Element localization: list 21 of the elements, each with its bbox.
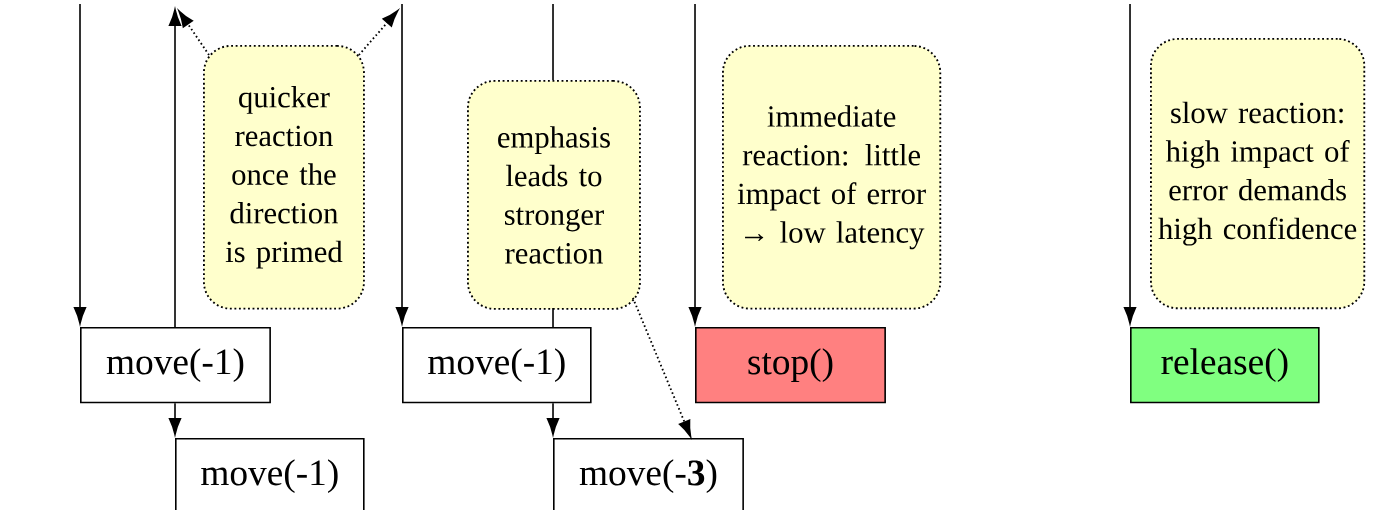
note-box: slow reaction: high impact of error demands high confidence bbox=[1150, 38, 1366, 310]
leader-arrow bbox=[631, 296, 692, 437]
process-box: move(-1) bbox=[175, 438, 365, 510]
process-box: move(-1) bbox=[402, 327, 592, 404]
release-box: release() bbox=[1130, 327, 1320, 404]
arrow bbox=[73, 3, 87, 325]
leader-arrow bbox=[178, 10, 210, 56]
process-box: move(-3) bbox=[553, 438, 744, 510]
stop-box: stop() bbox=[695, 327, 886, 404]
arrow bbox=[688, 3, 702, 325]
note-box: emphasis leads to stronger reaction bbox=[467, 80, 641, 310]
arrow bbox=[395, 3, 409, 325]
arrow bbox=[168, 402, 182, 436]
note-box: quicker reaction once the direction is primed bbox=[203, 45, 365, 310]
arrow bbox=[1123, 3, 1137, 325]
arrow bbox=[546, 402, 560, 436]
arrow bbox=[168, 8, 182, 328]
leader-arrow bbox=[357, 10, 399, 56]
line bbox=[552, 3, 554, 328]
note-box: immediate reaction: little impact of error → low latency bbox=[722, 45, 942, 310]
process-box: move(-1) bbox=[80, 327, 271, 404]
